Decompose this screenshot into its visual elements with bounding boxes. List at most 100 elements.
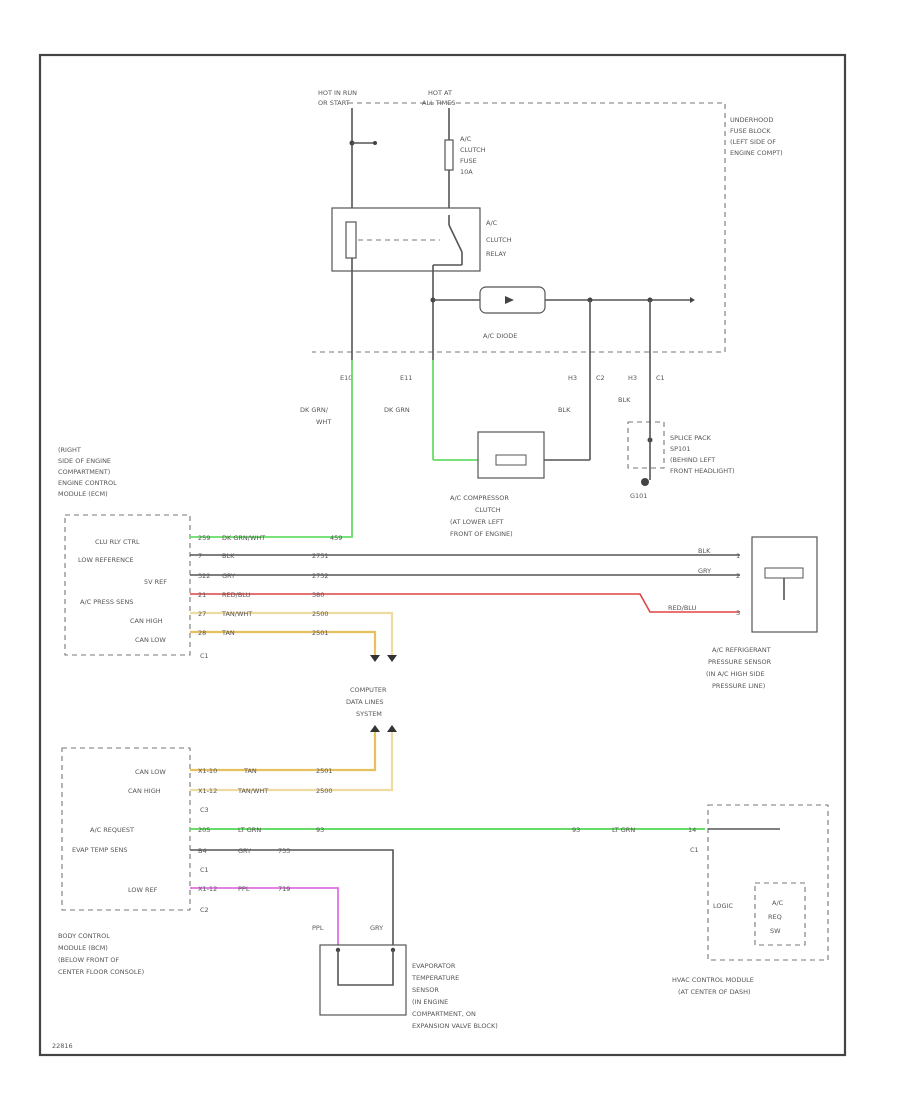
feed-branch-arrow [373, 141, 377, 145]
ecm-wire-1-circuit: 459 [330, 534, 342, 542]
bcm-wire-4-circuit: 733 [278, 847, 290, 855]
ecm-wire-3-color: GRY [222, 572, 235, 580]
hvac-ac-req-switch-outline [754, 882, 806, 946]
bcm-row-low-ref: LOW REF [128, 886, 158, 894]
bcm-wire-4-color: GRY [238, 847, 251, 855]
bcm-wire-can-low [190, 732, 377, 772]
relay-coil-symbol [345, 221, 357, 259]
bcm-outline [61, 747, 191, 911]
ecm-wire-4-circuit: 380 [312, 591, 324, 599]
ecm-row-can-low: CAN LOW [135, 636, 166, 644]
hot-run-start-label-2: OR START [318, 99, 350, 107]
bcm-wire-2-circuit: 2500 [316, 787, 333, 795]
bcm-wire-evap-temp [190, 849, 394, 945]
bus-arrow-icon [690, 297, 695, 303]
ecm-wire-ac-press [190, 593, 740, 613]
compressor-label-2: CLUTCH [475, 506, 501, 514]
hvac-req-label-1: A/C [772, 899, 784, 907]
underhood-fuse-label-2: FUSE BLOCK [730, 127, 771, 135]
bcm-wire-1-color: TAN [243, 767, 257, 775]
ecm-wire-3-circuit: 2752 [312, 572, 329, 580]
sensor-wire-gry: GRY [698, 567, 711, 575]
bcm-wire-1-pin: X1-10 [198, 767, 217, 775]
hvac-label-1: HVAC CONTROL MODULE [672, 976, 754, 984]
compressor-label-1: A/C COMPRESSOR [450, 494, 509, 502]
hvac-req-label-2: REQ [768, 913, 782, 921]
underhood-fuse-block-outline [312, 102, 726, 353]
wire-dk-grn-wht-label-1: DK GRN/ [300, 406, 329, 414]
sensor-pin-2: 2 [736, 572, 740, 580]
computer-data-label-2: DATA LINES [346, 698, 383, 706]
ecm-wire-2-color: BLK [222, 552, 235, 560]
sensor-pin-1: 1 [736, 552, 740, 560]
splice-label-4: FRONT HEADLIGHT) [670, 467, 735, 475]
evap-label-1: EVAPORATOR [412, 962, 456, 970]
clutch-fuse-label-1: A/C [460, 135, 472, 143]
underhood-fuse-label-1: UNDERHOOD [730, 116, 773, 124]
ecm-wire-clu-rly [190, 360, 353, 538]
bcm-connector-c3: C3 [200, 806, 209, 814]
computer-data-label-1: COMPUTER [350, 686, 387, 694]
clutch-coil-icon [495, 454, 527, 466]
sensor-label-1: A/C REFRIGERANT [712, 646, 771, 654]
bcm-wire-1-circuit: 2501 [316, 767, 333, 775]
bcm-wire-3-circuit: 93 [316, 826, 324, 834]
ground-g101-label: G101 [630, 492, 647, 500]
evap-label-5: COMPARTMENT, ON [412, 1010, 476, 1018]
bcm-wire-can-high [190, 732, 394, 792]
pin-h3-b: H3 [628, 374, 637, 382]
sensor-wire-red-blu: RED/BLU [668, 604, 697, 612]
compressor-label-3: (AT LOWER LEFT [450, 518, 503, 526]
ecm-wire-6-pin: 28 [198, 629, 206, 637]
bcm-wire-5-pin: X1-12 [198, 885, 217, 893]
ecm-outline [64, 514, 191, 656]
bcm-row-can-high: CAN HIGH [128, 787, 161, 795]
bcm-row-ac-request: A/C REQUEST [90, 826, 134, 834]
ecm-row-low-ref: LOW REFERENCE [78, 556, 134, 564]
clutch-fuse-label-3: FUSE [460, 157, 477, 165]
underhood-fuse-label-4: ENGINE COMPT) [730, 149, 783, 157]
ecm-wire-2-circuit: 2751 [312, 552, 329, 560]
diagram-frame [38, 53, 847, 1057]
splice-label-3: (BEHIND LEFT [670, 456, 715, 464]
ecm-wire-4-color: RED/BLU [222, 591, 251, 599]
relay-switch-arm [448, 224, 463, 253]
bcm-wire-5-color: PPL [238, 885, 250, 893]
can-high-arrow-top [387, 655, 397, 662]
compressor-label-4: FRONT OF ENGINE) [450, 530, 513, 538]
underhood-fuse-label-3: (LEFT SIDE OF [730, 138, 776, 146]
hvac-logic-label: LOGIC [713, 902, 733, 910]
ecm-row-5v-ref: 5V REF [144, 578, 167, 586]
figure-id: 22816 [52, 1042, 73, 1050]
evap-wire-gry: GRY [370, 924, 383, 932]
bcm-wire-low-ref [190, 887, 339, 945]
clutch-fuse-label-2: CLUTCH [460, 146, 486, 154]
pin-c1: C1 [656, 374, 665, 382]
bcm-wire-5-circuit: 719 [278, 885, 290, 893]
hvac-wire-pin: 14 [688, 826, 696, 834]
clutch-fuse-label-4: 10A [460, 168, 473, 176]
evap-label-2: TEMPERATURE [411, 974, 459, 982]
hvac-wire-circuit: 93 [572, 826, 580, 834]
hvac-wire-color: LT GRN [612, 826, 635, 834]
bcm-wire-3-color: LT GRN [238, 826, 261, 834]
relay-label-2: CLUTCH [486, 236, 512, 244]
evap-wire-ppl: PPL [312, 924, 324, 932]
ecm-wire-4-pin: 21 [198, 591, 206, 599]
ecm-row-can-high: CAN HIGH [130, 617, 163, 625]
relay-label-3: RELAY [486, 250, 506, 258]
ecm-wire-can-high [190, 611, 394, 655]
evap-label-4: (IN ENGINE [412, 998, 448, 1006]
evap-sensor-box [319, 944, 407, 1016]
bcm-wire-2-pin: X1-12 [198, 787, 217, 795]
ecm-title-2: SIDE OF ENGINE [58, 457, 111, 465]
bcm-wire-3-pin: 205 [198, 826, 210, 834]
ecm-wire-6-color: TAN [221, 629, 235, 637]
hvac-module-outline [707, 804, 829, 961]
sensor-pin-3: 3 [736, 609, 740, 617]
wire-blk-label-2: BLK [618, 396, 631, 404]
can-high-arrow-bottom [387, 725, 397, 732]
ecm-wire-5-pin: 27 [198, 610, 206, 618]
ecm-row-ac-press: A/C PRESS SENS [80, 598, 133, 606]
